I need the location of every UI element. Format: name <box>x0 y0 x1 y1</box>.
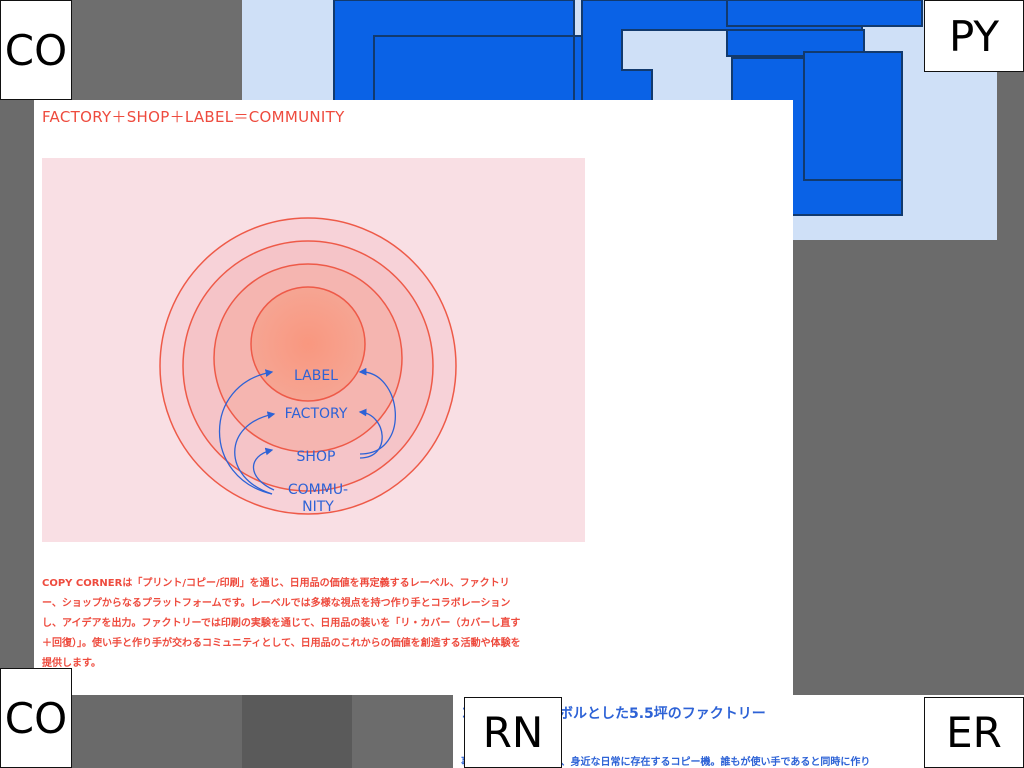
background-block-bottom-right <box>352 695 453 768</box>
diagram-label-factory: FACTORY <box>285 406 348 422</box>
diagram-label-label: LABEL <box>294 368 338 384</box>
body-line: ー、ショップからなるプラットフォームです。レーベルでは多様な視点を持つ作り手とコ… <box>42 598 511 609</box>
bottom-body-text: 事務所やコンビニなど、身近な日常に存在するコピー機。誰もが使い手であると同時に作… <box>461 757 871 768</box>
diagram-label-community-1: COMMU- <box>288 482 348 498</box>
community-diagram: LABEL FACTORY SHOP COMMU- NITY <box>42 158 585 542</box>
headline: FACTORY＋SHOP＋LABEL＝COMMUNITY <box>42 108 345 126</box>
body-line: 提供します。 <box>42 658 101 669</box>
background-block-bottom-left <box>72 695 242 768</box>
concentric-circles-graphic: LABEL FACTORY SHOP COMMU- NITY <box>159 217 457 515</box>
diagram-label-community-2: NITY <box>302 499 334 515</box>
corner-label-top-right: PY <box>924 0 1024 72</box>
main-panel: FACTORY＋SHOP＋LABEL＝COMMUNITY <box>34 100 793 695</box>
body-line: ＋回復）」。使い手と作り手が交わるコミュニティとして、日用品のこれからの価値を創… <box>42 638 521 649</box>
body-line: COPY CORNERは「プリント/コピー/印刷」を通じ、日用品の価値を再定義す… <box>42 578 510 589</box>
corner-label-bottom-left: CO <box>0 668 72 768</box>
corner-label-bottom-right: ER <box>924 697 1024 768</box>
diagram-label-shop: SHOP <box>297 449 336 465</box>
corner-label-top-left: CO <box>0 0 72 100</box>
circle-label <box>250 286 366 402</box>
body-paragraph: COPY CORNERは「プリント/コピー/印刷」を通じ、日用品の価値を再定義す… <box>42 574 562 674</box>
body-line: し、アイデアを出力。ファクトリーでは印刷の実験を通じて、日用品の装いを「リ・カバ… <box>42 618 521 629</box>
corner-label-bottom-mid: RN <box>464 697 562 768</box>
background-block-bottom-mid <box>242 695 352 768</box>
